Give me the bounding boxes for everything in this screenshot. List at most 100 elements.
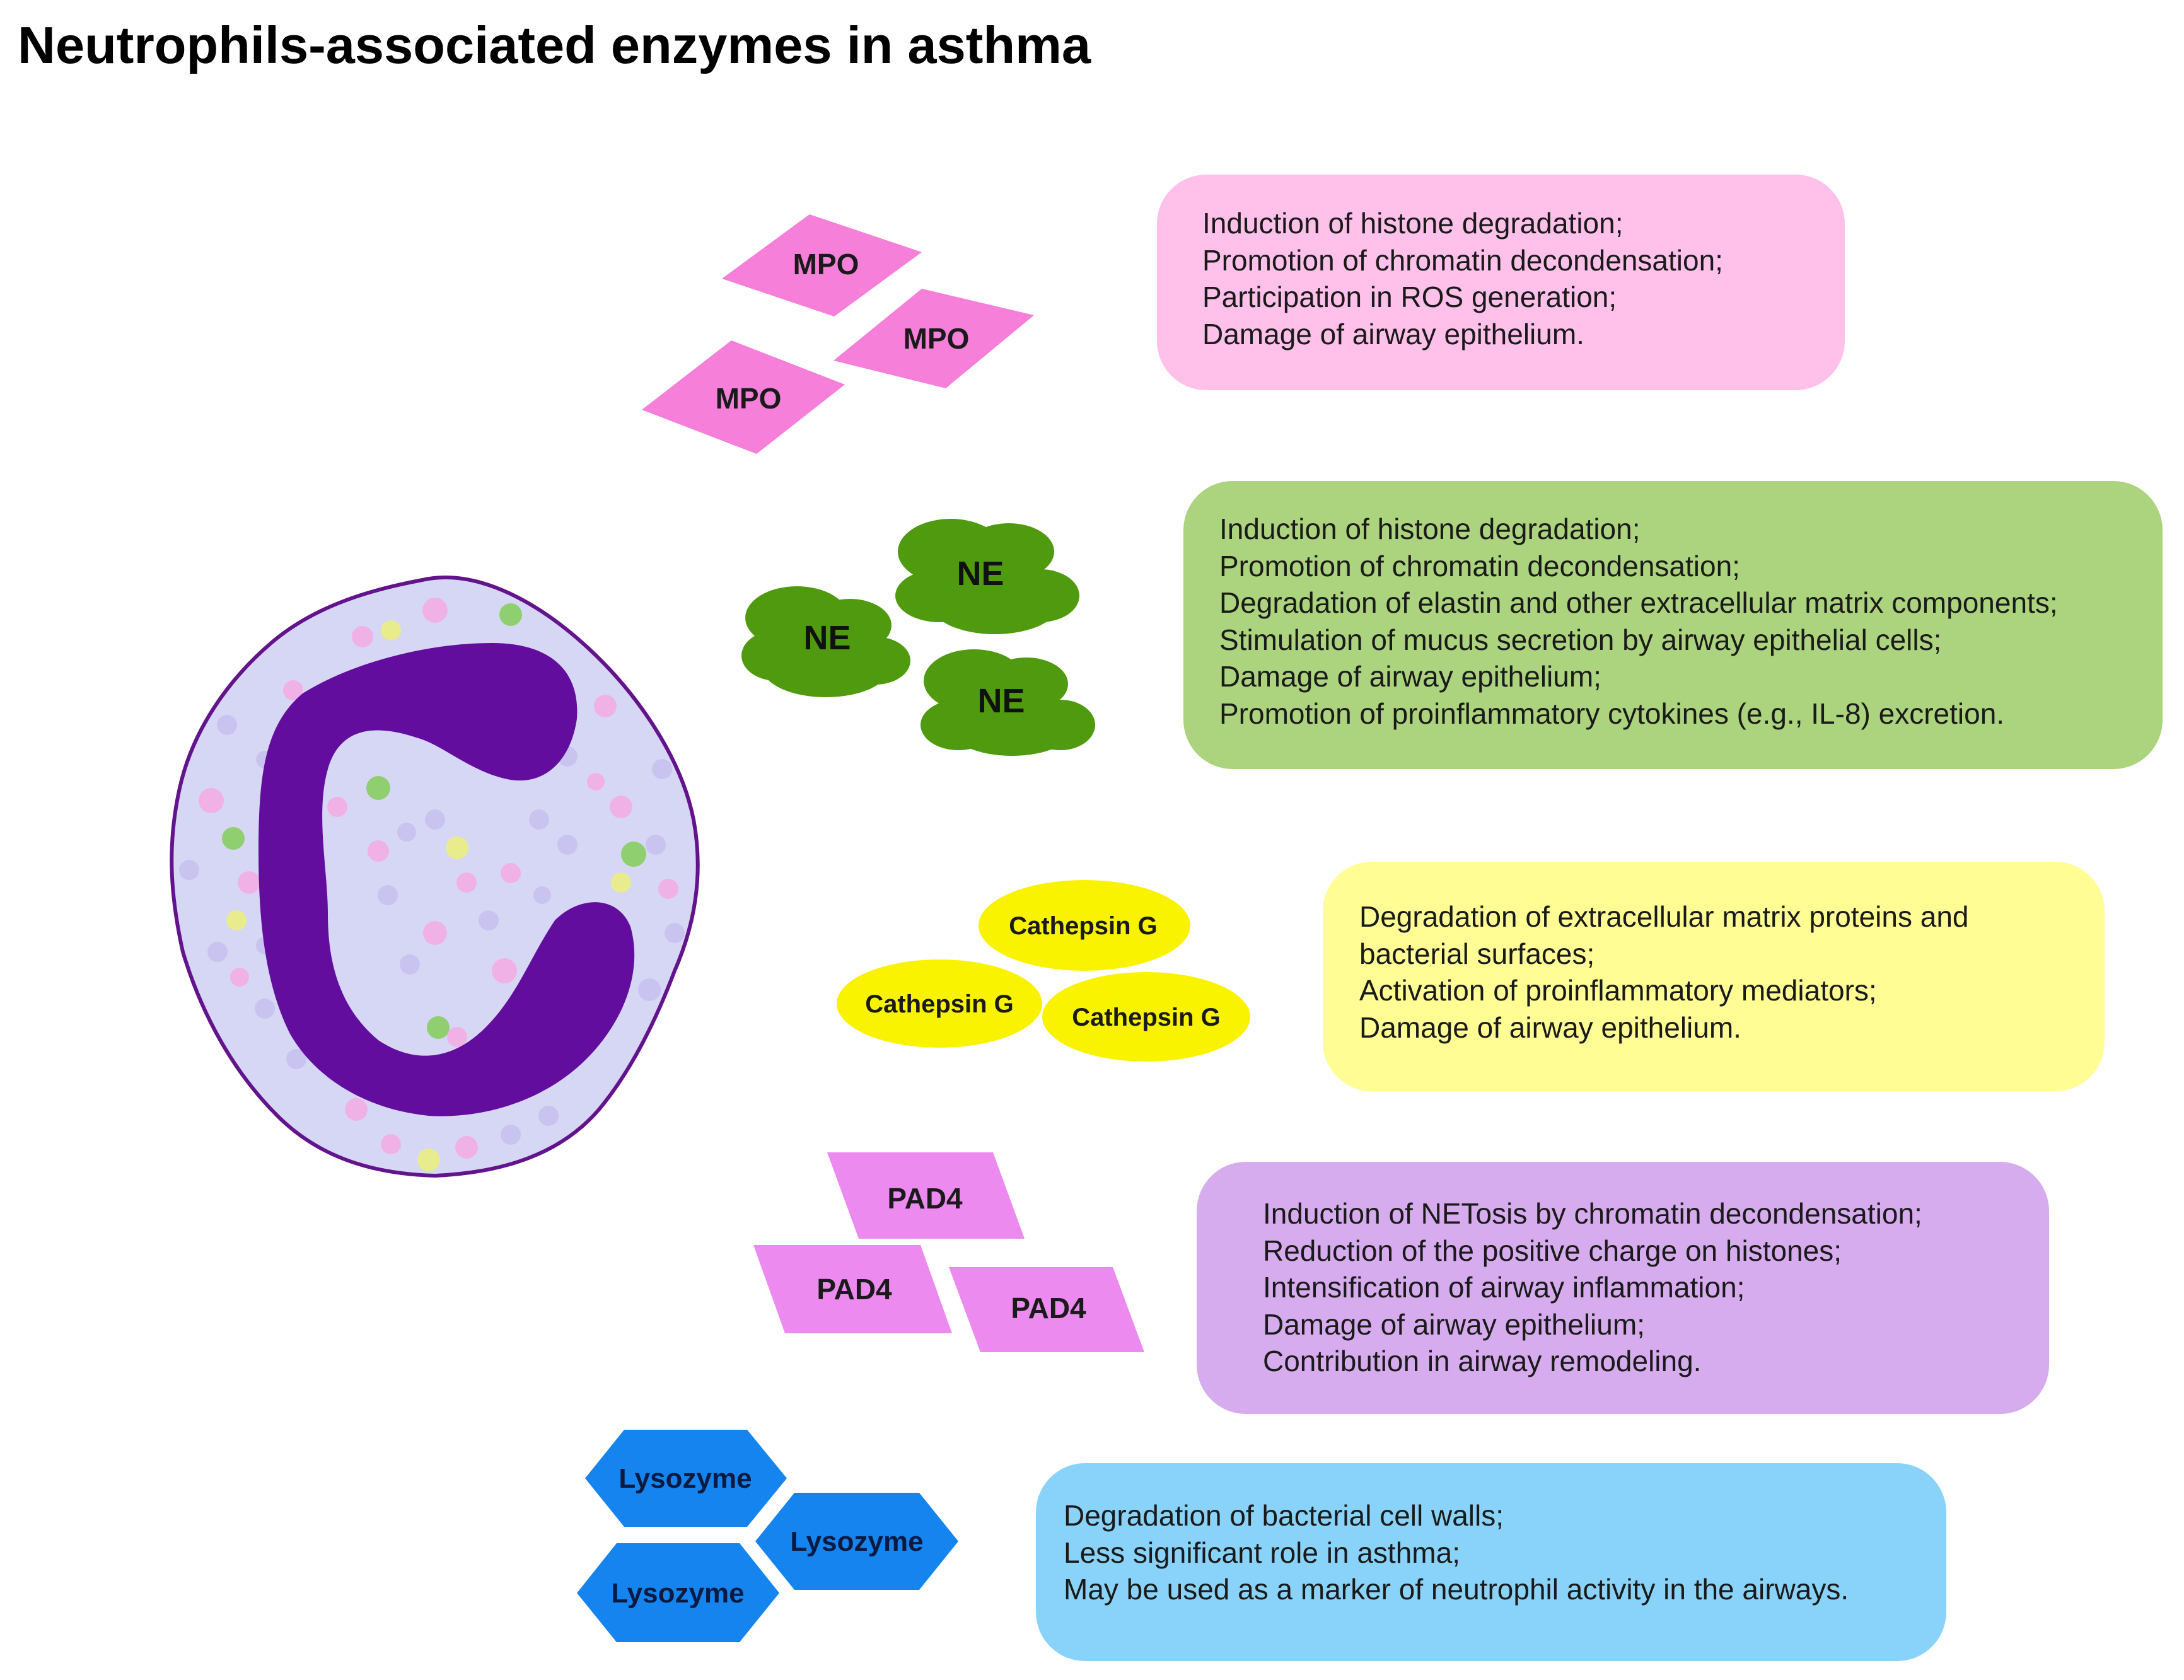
- lysozyme-label: Lysozyme: [619, 1463, 752, 1494]
- mpo-shape: [722, 214, 922, 316]
- granule: [501, 863, 521, 883]
- cathepsin-g-shape: [837, 959, 1042, 1048]
- granule: [425, 809, 445, 830]
- granule: [456, 872, 477, 893]
- ne-enzyme-group: NE NE NE: [741, 519, 1095, 756]
- granule: [533, 886, 551, 904]
- granule: [199, 788, 224, 813]
- cathepsin-g-enzyme-group: Cathepsin G Cathepsin G Cathepsin G: [837, 880, 1250, 1062]
- granule: [400, 954, 420, 975]
- cathepsin-g-effect-line: Activation of proinflammatory mediators;: [1359, 974, 1877, 1007]
- lysozyme-shape: [577, 1543, 779, 1642]
- mpo-enzyme-group: MPO MPO MPO: [642, 214, 1034, 454]
- pad4-shape: [753, 1245, 952, 1333]
- ne-shape: [895, 519, 1079, 634]
- granule: [422, 598, 448, 623]
- mpo-label: MPO: [793, 248, 859, 281]
- ne-effect-line: Damage of airway epithelium;: [1219, 660, 1601, 693]
- granule: [226, 910, 247, 930]
- pad4-effects-box: Induction of NETosis by chromatin decond…: [1197, 1162, 2049, 1414]
- pad4-effect-line: Induction of NETosis by chromatin decond…: [1263, 1197, 1922, 1230]
- mpo-effect-line: Induction of histone degradation;: [1202, 207, 1623, 240]
- granule: [638, 978, 661, 1001]
- lysozyme-effects-box: Degradation of bacterial cell walls; Les…: [1036, 1463, 1946, 1661]
- cathepsin-g-effect-line: bacterial surfaces;: [1359, 937, 1595, 970]
- mpo-label: MPO: [903, 322, 970, 355]
- mpo-effects-box: Induction of histone degradation; Promot…: [1157, 175, 1845, 390]
- granule: [179, 860, 199, 880]
- cathepsin-g-label: Cathepsin G: [865, 990, 1014, 1018]
- cathepsin-g-label: Cathepsin G: [1072, 1004, 1221, 1031]
- granule: [366, 776, 390, 800]
- granule: [255, 999, 275, 1019]
- granule: [230, 968, 249, 987]
- granule: [207, 942, 228, 962]
- granule: [427, 1016, 450, 1039]
- granule: [594, 695, 617, 717]
- pad4-label: PAD4: [887, 1182, 963, 1215]
- mpo-effect-line: Damage of airway epithelium.: [1202, 317, 1584, 350]
- granule: [423, 921, 447, 945]
- granule: [492, 958, 517, 983]
- neutrophil-nucleus: [258, 643, 635, 1116]
- ne-label: NE: [803, 619, 851, 657]
- lysozyme-shape: [755, 1493, 958, 1590]
- neutrophil-cell-illustration: [170, 576, 700, 1178]
- granule: [397, 823, 416, 842]
- pad4-effect-line: Reduction of the positive charge on hist…: [1263, 1234, 1842, 1267]
- granule: [417, 1149, 440, 1171]
- lysozyme-effect-line: Less significant role in asthma;: [1064, 1536, 1460, 1569]
- granule: [345, 1098, 368, 1121]
- cathepsin-g-effect-line: Degradation of extracellular matrix prot…: [1359, 900, 1969, 933]
- cathepsin-g-effects-box: Degradation of extracellular matrix prot…: [1323, 862, 2105, 1091]
- granule: [652, 759, 672, 779]
- granule: [381, 620, 401, 640]
- pad4-enzyme-group: PAD4 PAD4 PAD4: [753, 1152, 1144, 1352]
- granule: [621, 842, 646, 867]
- ne-label: NE: [956, 555, 1004, 593]
- lysozyme-effect-line: Degradation of bacterial cell walls;: [1064, 1499, 1504, 1532]
- cathepsin-g-shape: [979, 880, 1190, 971]
- ne-effects-box: Induction of histone degradation; Promot…: [1183, 481, 2163, 769]
- mpo-label: MPO: [716, 382, 782, 415]
- granule: [665, 923, 685, 943]
- lysozyme-shape: [585, 1430, 787, 1527]
- ne-effect-line: Promotion of proinflammatory cytokines (…: [1219, 697, 2005, 730]
- ne-shape: [741, 586, 910, 697]
- lysozyme-effect-line: May be used as a marker of neutrophil ac…: [1064, 1573, 1849, 1606]
- pad4-shape: [827, 1152, 1025, 1239]
- ne-shape: [921, 649, 1095, 756]
- granule: [611, 872, 631, 893]
- cathepsin-g-effect-line: Damage of airway epithelium.: [1359, 1011, 1741, 1044]
- granule: [446, 837, 468, 859]
- granule: [381, 1134, 401, 1154]
- granule: [368, 840, 389, 862]
- granule: [352, 626, 373, 647]
- granule: [557, 835, 578, 855]
- granule: [455, 1136, 478, 1159]
- granule: [222, 827, 245, 850]
- granule: [479, 910, 499, 930]
- granule: [378, 885, 398, 905]
- cathepsin-g-shape: [1042, 972, 1250, 1062]
- granule: [529, 809, 549, 830]
- lysozyme-label: Lysozyme: [611, 1578, 744, 1609]
- granule: [217, 715, 237, 735]
- mpo-effect-line: Promotion of chromatin decondensation;: [1202, 243, 1723, 277]
- granule: [238, 871, 260, 894]
- granule: [327, 797, 347, 817]
- ne-effect-line: Promotion of chromatin decondensation;: [1219, 549, 1740, 582]
- pad4-effect-line: Contribution in airway remodeling.: [1263, 1345, 1702, 1377]
- lysozyme-enzyme-group: Lysozyme Lysozyme Lysozyme: [577, 1430, 958, 1642]
- pad4-label: PAD4: [1011, 1292, 1086, 1324]
- lysozyme-label: Lysozyme: [790, 1526, 923, 1557]
- granule: [538, 1106, 559, 1126]
- pad4-label: PAD4: [816, 1273, 892, 1306]
- ne-label: NE: [977, 682, 1025, 720]
- mpo-shape: [834, 289, 1034, 388]
- granule: [286, 1049, 306, 1069]
- pad4-effect-line: Damage of airway epithelium;: [1263, 1307, 1645, 1341]
- mpo-shape: [642, 340, 845, 454]
- granule: [283, 680, 303, 700]
